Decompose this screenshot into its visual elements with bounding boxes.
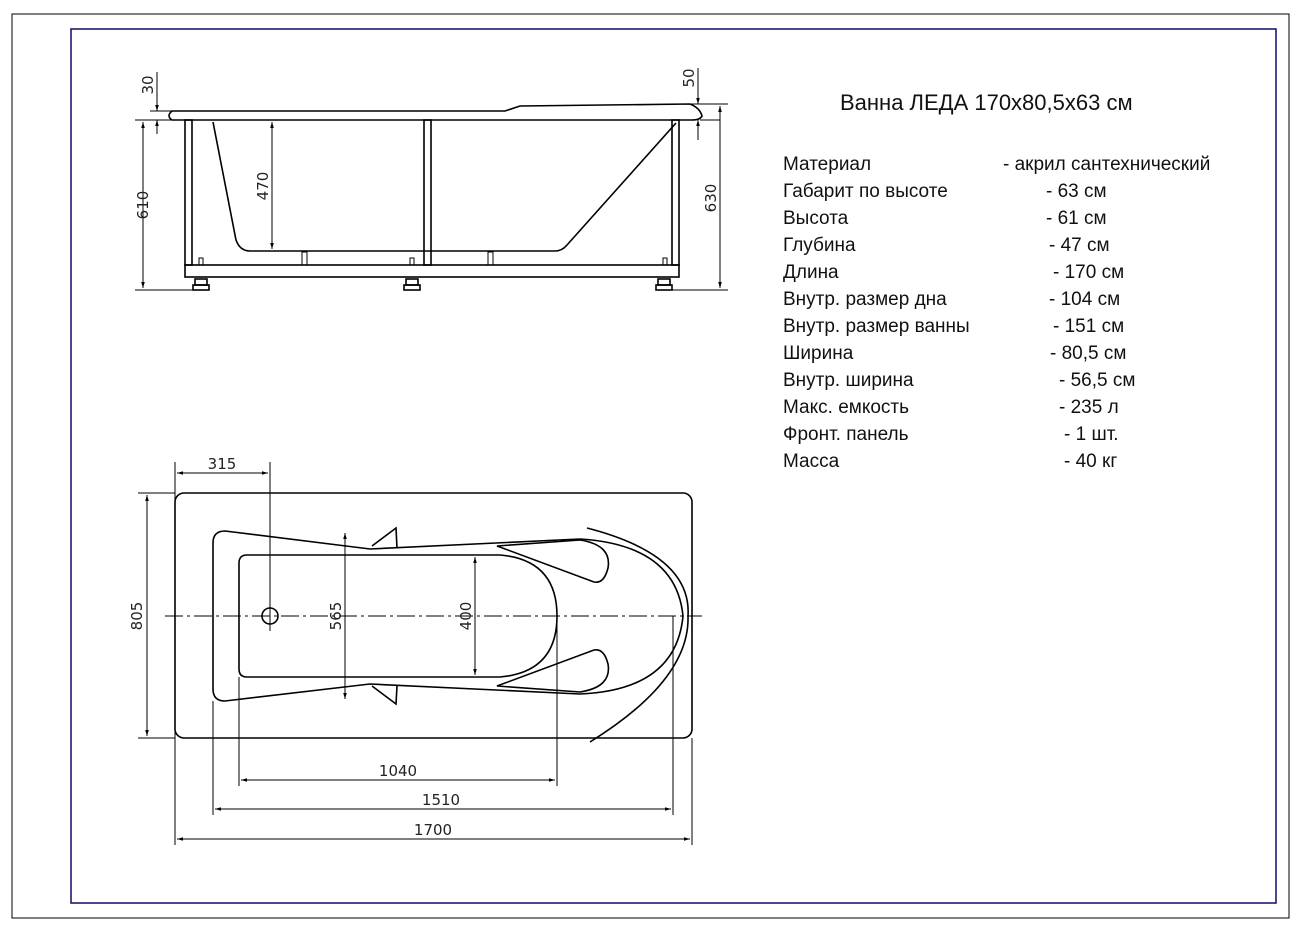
spec-text: - 235 л — [1059, 397, 1119, 418]
spec-text: - 104 см — [1049, 289, 1120, 310]
sheet-border — [11, 13, 1290, 919]
spec-text: - 61 см — [1046, 208, 1107, 229]
rim — [168, 103, 703, 121]
frame-post-left — [184, 119, 193, 266]
top-view: 315 805 565 400 1040 1510 1700 — [128, 455, 702, 845]
bowl-profile — [212, 121, 677, 252]
spec-text: Габарит по высоте — [783, 181, 948, 202]
drawing-frame — [70, 28, 1277, 904]
bottom-contour — [238, 554, 558, 678]
spec-text: - 63 см — [1046, 181, 1107, 202]
dim-565: 565 — [327, 602, 345, 631]
frame-post-right — [671, 119, 680, 266]
spec-text: Высота — [783, 208, 849, 229]
dim-630: 630 — [702, 184, 720, 213]
spec-text: - 1 шт. — [1064, 424, 1119, 445]
spec-text: - 151 см — [1053, 316, 1124, 337]
spec-text: - 56,5 см — [1059, 370, 1135, 391]
spec-text: Материал — [783, 154, 871, 175]
dim-315: 315 — [208, 455, 237, 473]
spec-text: - 170 см — [1053, 262, 1124, 283]
armrests — [371, 526, 398, 706]
dim-805: 805 — [128, 602, 146, 631]
spec-text: - 47 см — [1049, 235, 1110, 256]
dim-1510: 1510 — [422, 791, 460, 809]
spec-text: Ширина — [783, 343, 854, 364]
spec-text: Макс. емкость — [783, 397, 909, 418]
spec-text: Внутр. ширина — [783, 370, 914, 391]
handle-top — [496, 539, 610, 584]
spec-text: - 80,5 см — [1050, 343, 1126, 364]
spec-text: Длина — [783, 262, 839, 283]
frame-rail — [184, 264, 680, 278]
handle-bottom — [496, 648, 610, 693]
inner-contour — [212, 530, 684, 702]
spec-text: Внутр. размер ванны — [783, 316, 970, 337]
spec-text: - акрил сантехнический — [1003, 154, 1210, 175]
spec-table: Материал - акрил сантехнический Габарит п… — [783, 154, 1210, 472]
dim-50: 50 — [680, 68, 698, 87]
frame-post-center — [423, 119, 432, 266]
dim-470: 470 — [254, 172, 272, 201]
spec-text: - 40 кг — [1064, 451, 1117, 472]
side-view: 610 30 470 630 50 — [134, 68, 728, 291]
dim-400: 400 — [457, 602, 475, 631]
dim-1040: 1040 — [379, 762, 417, 780]
product-title: Ванна ЛЕДА 170х80,5х63 см — [840, 90, 1133, 115]
spec-text: Масса — [783, 451, 840, 472]
feet — [192, 278, 673, 291]
dim-30: 30 — [139, 75, 157, 94]
spec-text: Фронт. панель — [783, 424, 909, 445]
spec-text: Глубина — [783, 235, 856, 256]
dim-610: 610 — [134, 191, 152, 220]
dim-1700: 1700 — [414, 821, 452, 839]
spec-text: Внутр. размер дна — [783, 289, 947, 310]
